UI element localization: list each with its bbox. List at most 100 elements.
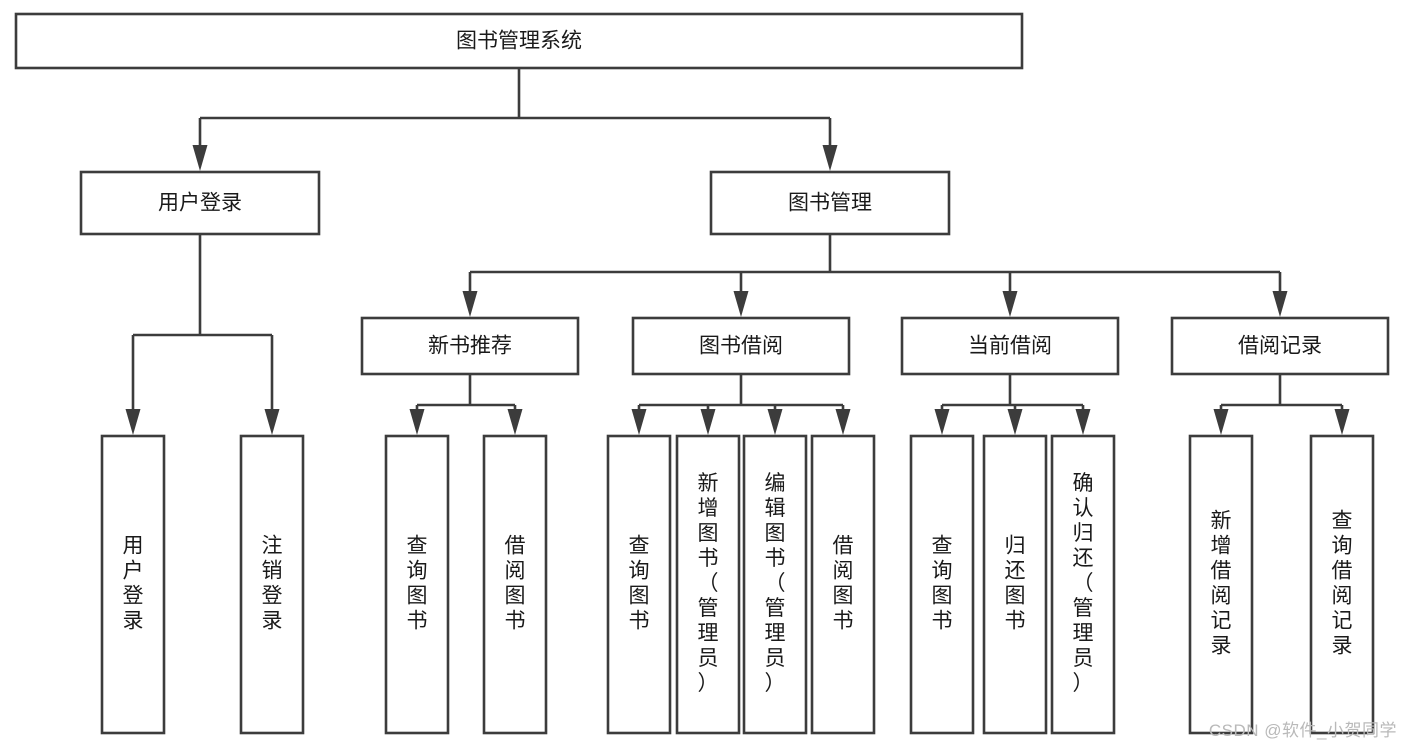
svg-text:书: 书 (698, 547, 719, 570)
arrow-head-icon (1002, 291, 1018, 317)
svg-text:）: ） (1073, 672, 1094, 695)
svg-text:登: 登 (262, 585, 283, 608)
arrow-head-icon (462, 291, 478, 317)
node-label-leaf-user-login: 用户登录 (123, 535, 144, 633)
svg-text:录: 录 (123, 610, 144, 633)
svg-text:辑: 辑 (765, 497, 786, 520)
node-leaf-user-login[interactable]: 用户登录 (100, 434, 166, 735)
svg-text:新: 新 (698, 472, 719, 495)
node-label-book-borrow: 图书借阅 (699, 335, 783, 358)
svg-text:理: 理 (765, 622, 786, 645)
svg-text:归: 归 (1005, 535, 1026, 558)
node-user-login[interactable]: 用户登录 (79, 170, 321, 236)
svg-text:借: 借 (505, 535, 526, 558)
node-box-leaf-return-book[interactable] (982, 434, 1048, 735)
svg-text:新: 新 (1211, 510, 1232, 533)
node-label-borrow-record: 借阅记录 (1238, 335, 1322, 358)
node-box-leaf-user-login[interactable] (100, 434, 166, 735)
svg-text:编: 编 (765, 472, 786, 495)
node-book-borrow[interactable]: 图书借阅 (631, 316, 851, 376)
svg-text:录: 录 (262, 610, 283, 633)
node-label-root: 图书管理系统 (456, 30, 582, 53)
node-borrow-record[interactable]: 借阅记录 (1170, 316, 1390, 376)
node-box-leaf-edit-book[interactable] (742, 434, 808, 735)
svg-text:书: 书 (629, 610, 650, 633)
node-book-manage[interactable]: 图书管理 (709, 170, 951, 236)
edge-group-current-borrow (934, 374, 1091, 435)
arrow-head-icon (1007, 409, 1023, 435)
svg-text:还: 还 (1073, 547, 1094, 570)
svg-text:阅: 阅 (505, 560, 526, 583)
node-box-root[interactable] (14, 12, 1024, 70)
node-root[interactable]: 图书管理系统 (14, 12, 1024, 70)
node-box-book-borrow[interactable] (631, 316, 851, 376)
edge-group-new-book-recommend (409, 374, 523, 435)
arrow-head-icon (934, 409, 950, 435)
svg-text:确: 确 (1073, 472, 1094, 495)
svg-text:登: 登 (123, 585, 144, 608)
svg-text:员: 员 (765, 647, 786, 670)
node-box-leaf-confirm-return[interactable] (1050, 434, 1116, 735)
node-box-leaf-add-record[interactable] (1188, 434, 1254, 735)
edge-group-root (192, 68, 838, 171)
node-box-leaf-query-book-2[interactable] (606, 434, 672, 735)
arrow-head-icon (264, 409, 280, 435)
node-box-borrow-record[interactable] (1170, 316, 1390, 376)
csdn-watermark: CSDN @软件_小贺同学 (1208, 721, 1397, 740)
svg-text:户: 户 (123, 560, 144, 583)
node-box-new-book-recommend[interactable] (360, 316, 580, 376)
svg-text:查: 查 (407, 535, 428, 558)
arrow-head-icon (125, 409, 141, 435)
svg-text:录: 录 (1332, 635, 1353, 658)
svg-text:书: 书 (505, 610, 526, 633)
node-box-current-borrow[interactable] (900, 316, 1120, 376)
node-box-leaf-add-book[interactable] (675, 434, 741, 735)
svg-text:图: 图 (765, 522, 786, 545)
node-box-leaf-user-logout[interactable] (239, 434, 305, 735)
node-box-leaf-query-book-3[interactable] (909, 434, 975, 735)
svg-text:（: （ (1073, 572, 1094, 595)
node-box-book-manage[interactable] (709, 170, 951, 236)
svg-text:阅: 阅 (1332, 585, 1353, 608)
svg-text:询: 询 (629, 560, 650, 583)
svg-text:认: 认 (1073, 497, 1094, 520)
node-layer: 图书管理系统用户登录图书管理新书推荐图书借阅当前借阅借阅记录用户登录注销登录查询… (14, 12, 1390, 735)
node-box-leaf-borrow-book-1[interactable] (482, 434, 548, 735)
svg-text:（: （ (698, 572, 719, 595)
svg-text:归: 归 (1073, 522, 1094, 545)
node-box-leaf-query-book-1[interactable] (384, 434, 450, 735)
arrow-head-icon (507, 409, 523, 435)
arrow-head-icon (733, 291, 749, 317)
node-current-borrow[interactable]: 当前借阅 (900, 316, 1120, 376)
svg-text:理: 理 (698, 622, 719, 645)
svg-text:记: 记 (1332, 610, 1353, 633)
edge-group-book-manage (462, 234, 1288, 317)
node-box-user-login[interactable] (79, 170, 321, 236)
arrow-head-icon (835, 409, 851, 435)
svg-text:询: 询 (407, 560, 428, 583)
node-new-book-recommend[interactable]: 新书推荐 (360, 316, 580, 376)
svg-text:管: 管 (1073, 597, 1094, 620)
node-box-leaf-borrow-book-2[interactable] (810, 434, 876, 735)
svg-text:借: 借 (1332, 560, 1353, 583)
node-box-leaf-query-record[interactable] (1309, 434, 1375, 735)
svg-text:图: 图 (505, 585, 526, 608)
